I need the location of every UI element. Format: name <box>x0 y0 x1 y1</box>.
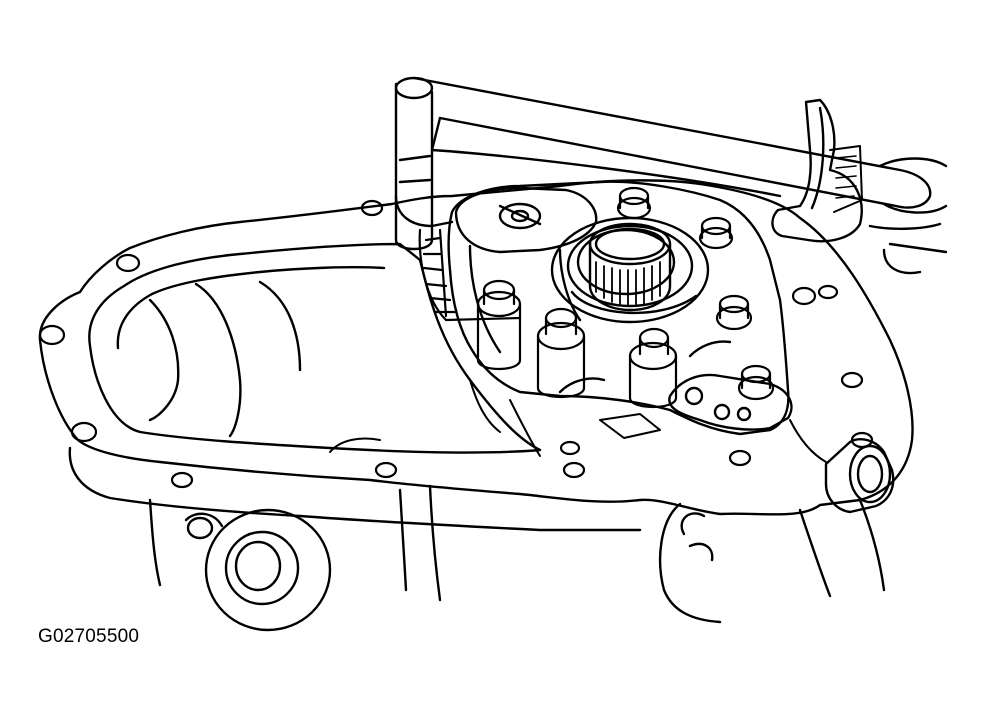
drain-plug <box>826 439 893 512</box>
pump-bolts <box>478 188 773 407</box>
case-bolt-bosses <box>40 201 872 487</box>
drive-gear-teeth <box>420 230 520 320</box>
figure-code: G02705500 <box>38 626 140 647</box>
lower-bore-seal <box>186 510 712 630</box>
pump-bracket-plate <box>669 375 791 430</box>
oil-pump-body <box>449 182 789 434</box>
input-shaft-bearing <box>552 218 708 322</box>
internal-detail-lines <box>330 380 826 462</box>
service-tool <box>396 78 946 273</box>
